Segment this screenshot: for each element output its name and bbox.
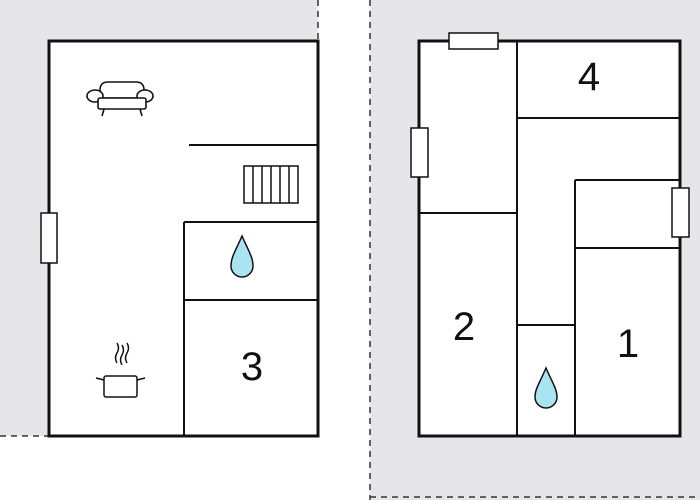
water-drop-icon [230,234,254,278]
window-icon [410,127,429,178]
sofa-icon [86,81,154,117]
window-icon [40,212,58,264]
right-plot-area [370,0,700,500]
left-floor-interior-walls [183,144,318,436]
room-label-4: 4 [578,55,600,99]
left-plot-area [0,0,318,436]
right-floor-interior-walls [419,41,680,436]
room-label-3: 3 [241,345,263,389]
left-plot-boundary [0,0,319,437]
room-label-1: 1 [617,322,639,366]
room-label-2: 2 [453,305,475,349]
window-icon [448,32,499,50]
left-floor: 3 [40,39,320,438]
water-drop-icon [534,366,558,409]
cooking-pot-icon [95,342,146,398]
right-plot-boundary [369,0,700,500]
window-icon [671,187,690,238]
right-floor-outer-wall [417,39,682,438]
right-floor: 4 2 1 [410,32,690,438]
staircase-icon [243,165,299,204]
